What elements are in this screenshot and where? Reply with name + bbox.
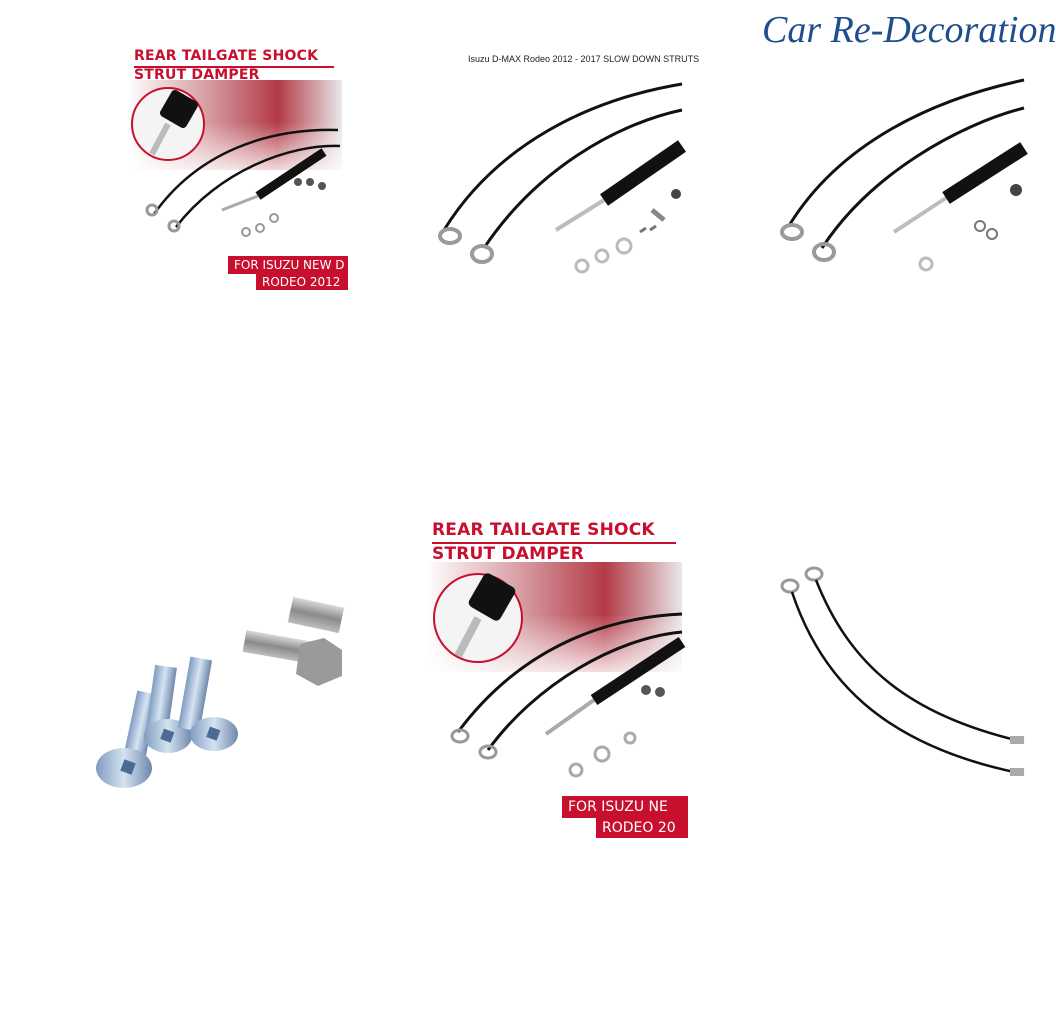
banner-2-badge-line-1: FOR ISUZU NE	[562, 796, 688, 818]
product-image-banner: REAR TAILGATE SHOCK STRUT DAMPER FOR ISU…	[128, 42, 348, 290]
product-image-kit: Isuzu D-MAX Rodeo 2012 - 2017 SLOW DOWN …	[426, 50, 699, 290]
banner-2-title-line-2: STRUT DAMPER	[432, 544, 584, 564]
product-image-kit-2	[770, 64, 1028, 290]
product-image-cables	[770, 556, 1025, 786]
banner-title-line-1: REAR TAILGATE SHOCK	[134, 48, 319, 64]
kit-caption: Isuzu D-MAX Rodeo 2012 - 2017 SLOW DOWN …	[468, 54, 700, 64]
kit-2-artwork	[780, 78, 1028, 272]
banner-badge-line-2: RODEO 2012	[256, 274, 348, 290]
banner-2-title-divider	[432, 542, 676, 544]
banner-2-badge-line-2: RODEO 20	[596, 818, 688, 838]
banner-title-divider	[134, 66, 334, 68]
product-image-bolts	[94, 596, 345, 796]
brand-title: Car Re-Decoration	[762, 9, 1056, 51]
banner-2-title-line-1: REAR TAILGATE SHOCK	[432, 520, 655, 540]
kit-artwork	[438, 82, 686, 274]
banner-artwork	[128, 80, 342, 237]
banner-title-line-2: STRUT DAMPER	[134, 67, 260, 83]
cables-artwork	[780, 566, 1025, 776]
banner-2-artwork	[426, 562, 686, 778]
bolts-artwork	[96, 596, 345, 788]
product-image-banner-2: REAR TAILGATE SHOCK STRUT DAMPER FOR ISU…	[426, 514, 688, 840]
banner-badge-line-1: FOR ISUZU NEW D	[228, 256, 348, 274]
